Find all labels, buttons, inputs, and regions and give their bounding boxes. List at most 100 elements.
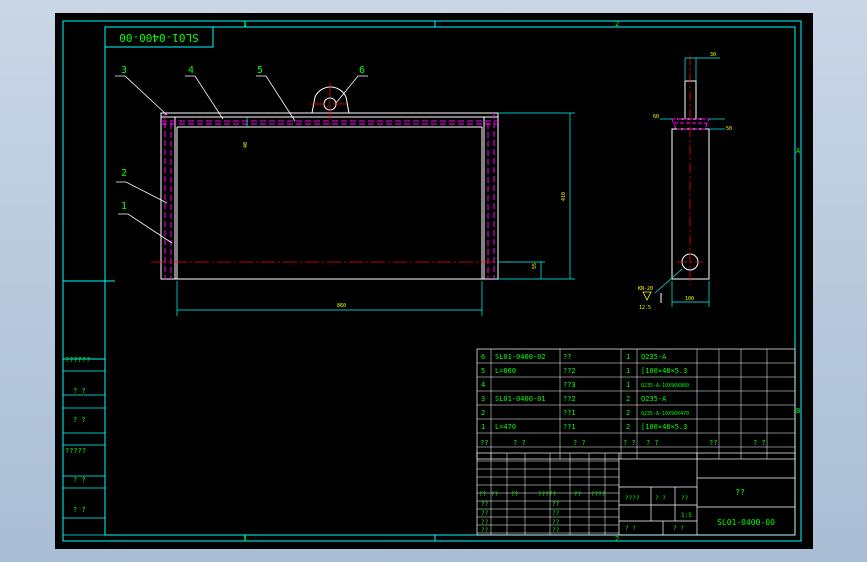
bom-cell: 1: [626, 353, 630, 361]
zone-bottom-2: 2: [615, 535, 619, 543]
side-outline: [671, 128, 710, 280]
dim-40: 40: [243, 142, 249, 148]
tb-approval-3: ??: [511, 491, 519, 498]
side-lug: [684, 80, 697, 120]
bom-cell: 1: [481, 423, 485, 431]
bom-cell: Q235-A-10X90X860: [641, 383, 689, 389]
cad-drawing: 1 2 1 2 A B SL01-0400-00: [62, 20, 802, 543]
bom-cell: SL01-0400-01: [495, 395, 546, 403]
tb-mid-1: ????: [625, 495, 640, 502]
zone-right-b: B: [796, 407, 800, 415]
tb-approval-2: ??: [491, 491, 499, 498]
bom-header-cell: ? ?: [753, 439, 766, 447]
zone-top-1: 1: [243, 20, 247, 28]
bom-cell: SL01-0400-02: [495, 353, 546, 361]
tb-mid-5: ? ?: [625, 525, 636, 532]
tb-row-6: ??: [552, 510, 560, 517]
surface-finish: 12.5: [639, 305, 651, 311]
balloon-3: 3: [121, 65, 127, 76]
bom-cell: ??3: [563, 381, 576, 389]
bom-cell: 1: [626, 367, 630, 375]
tb-name: ??: [735, 488, 745, 497]
strip-2: ? ?: [73, 387, 86, 395]
bom-cell: 3: [481, 395, 485, 403]
tb-mid-4: 1:5: [681, 512, 692, 519]
strip-6: ? ?: [73, 506, 86, 514]
bom-header-cell: ? ?: [646, 439, 659, 447]
side-view: 30 60 50 100 12.5 KN-20: [638, 52, 732, 311]
balloon-6: 6: [359, 65, 365, 76]
front-view: 3 4 5 6 2 1 40 410 55 860: [115, 65, 575, 316]
strip-1: ??????: [65, 356, 90, 364]
title-block: ?? ?? ?? ????? ?? ???? ?? ?? ?? ?? ?? ??…: [476, 452, 796, 536]
balloon-4: 4: [188, 65, 194, 76]
tb-mid-2: ? ?: [655, 495, 666, 502]
left-strip: ?????? ? ? ? ? ????? ? ? ? ?: [62, 356, 106, 536]
bom-header-cell: ? ?: [513, 439, 526, 447]
bom-cell: ??2: [563, 367, 576, 375]
dim-side-left: 60: [653, 114, 659, 120]
balloon-2: 2: [121, 168, 127, 179]
frame-outline: [160, 112, 499, 280]
bom-cell: ??: [563, 353, 571, 361]
zone-markers: 1 2 1 2 A B: [243, 20, 801, 543]
side-label: KN-20: [638, 286, 653, 292]
bom-cell: 2: [626, 423, 630, 431]
strip-4: ?????: [65, 447, 86, 455]
bom-cell: 2: [481, 409, 485, 417]
tb-row-3: ??: [481, 519, 489, 526]
balloon-5: 5: [257, 65, 263, 76]
dim-860: 860: [337, 303, 346, 309]
bom-header-cell: ??: [480, 439, 488, 447]
tb-row-7: ??: [552, 519, 560, 526]
tb-row-8: ??: [552, 527, 560, 534]
strip-5: ? ?: [73, 476, 86, 484]
bom-cell: Q235-A: [641, 395, 667, 403]
tb-row-2: ??: [481, 510, 489, 517]
bom-cell: ??1: [563, 423, 576, 431]
bom-cell: 4: [481, 381, 485, 389]
bom-header-cell: ? ?: [573, 439, 586, 447]
bom-cell: Q235-A: [641, 353, 667, 361]
tb-approval-1: ??: [479, 491, 487, 498]
bom-cell: 1: [626, 381, 630, 389]
title-stamp: SL01-0400-00: [104, 26, 214, 48]
dim-side-right: 50: [726, 126, 732, 132]
tb-row-4: ??: [481, 527, 489, 534]
bom-cell: [100×48×5.3: [641, 423, 687, 431]
bom-cell: [100×48×5.3: [641, 367, 687, 375]
title-stamp-text: SL01-0400-00: [119, 31, 198, 44]
balloon-1: 1: [121, 201, 127, 212]
dim-side-top: 30: [710, 52, 716, 58]
strip-3: ? ?: [73, 416, 86, 424]
tb-approval-4: ?????: [538, 491, 556, 498]
bom-border: [476, 348, 796, 460]
zone-top-2: 2: [615, 20, 619, 28]
bom-cell: Q235-A-10X90X470: [641, 411, 689, 417]
bom-cell: 5: [481, 367, 485, 375]
tb-mid-6: ? ?: [673, 525, 684, 532]
bom-header-cell: ? ?: [623, 439, 636, 447]
dim-side-width: 100: [685, 296, 694, 302]
tb-drawing-no: SL01-0400-00: [717, 518, 775, 527]
bom-cell: 6: [481, 353, 485, 361]
tb-mid-3: ??: [681, 495, 689, 502]
bom-cell: ??2: [563, 395, 576, 403]
bom-header-cell: ??: [709, 439, 717, 447]
bom-cell: 2: [626, 395, 630, 403]
dim-410: 410: [561, 192, 567, 201]
drawing-viewport[interactable]: 1 2 1 2 A B SL01-0400-00: [55, 13, 813, 549]
bom-cell: L=470: [495, 423, 516, 431]
tb-row-5: ??: [552, 501, 560, 508]
dim-55: 55: [532, 263, 538, 269]
bom-cell: ??1: [563, 409, 576, 417]
tb-approval-5: ??: [574, 491, 582, 498]
bom-cell: L=860: [495, 367, 516, 375]
lifting-lug: [311, 86, 350, 114]
zone-right-a: A: [796, 147, 801, 155]
tb-approval-6: ????: [591, 491, 606, 498]
bom-cell: 2: [626, 409, 630, 417]
zone-bottom-1: 1: [243, 535, 247, 543]
tb-row-1: ??: [481, 501, 489, 508]
